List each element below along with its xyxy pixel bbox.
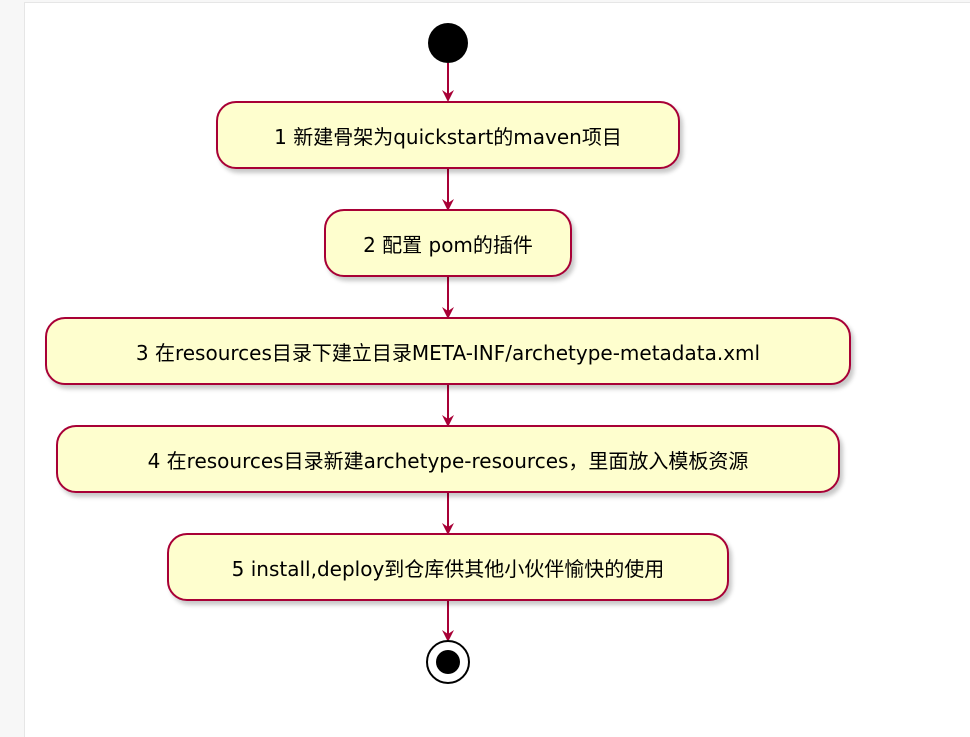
start-node [428, 23, 468, 63]
step-1-node: 1 新建骨架为quickstart的maven项目 [216, 101, 680, 169]
step-2-node: 2 配置 pom的插件 [324, 209, 572, 277]
step-4-node: 4 在resources目录新建archetype-resources，里面放入… [56, 425, 840, 493]
step-3-node: 3 在resources目录下建立目录META-INF/archetype-me… [45, 317, 851, 385]
step-5-node: 5 install,deploy到仓库供其他小伙伴愉快的使用 [167, 533, 729, 601]
end-node [426, 640, 470, 684]
